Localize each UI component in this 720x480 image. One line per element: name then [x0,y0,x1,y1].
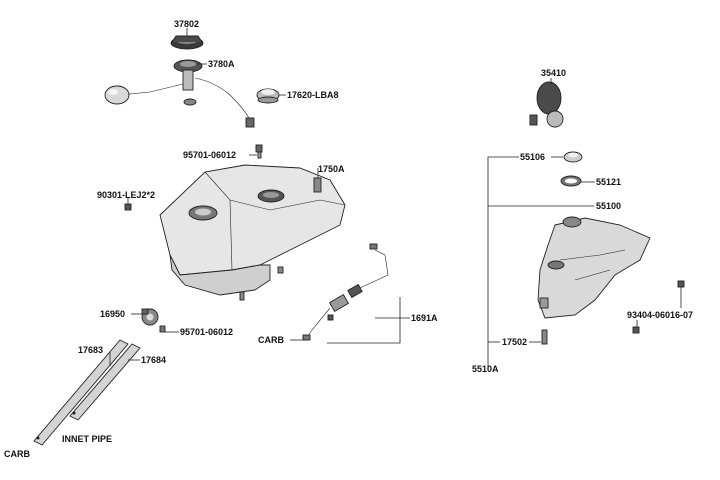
label-carb-bottom: CARB [4,449,30,459]
fuel-hose-assembly [302,243,389,341]
gauge-cover [256,88,280,104]
label-55100: 55100 [596,201,621,211]
reservoir-tank [537,216,651,319]
label-37802: 37802 [174,19,199,29]
label-carb-hose: CARB [258,335,284,345]
label-5510A: 5510A [472,364,499,374]
label-35410: 35410 [541,68,566,78]
label-1691A: 1691A [411,313,438,323]
tank-straps [33,339,141,446]
res-bolts [632,280,685,334]
label-3780A: 3780A [208,59,235,69]
fuel-sender [104,59,255,128]
label-55106: 55106 [520,152,545,162]
res-cap [563,151,583,163]
label-17683: 17683 [78,345,103,355]
fuel-cap [170,35,204,50]
label-93404-06016-07: 93404-06016-07 [627,310,693,320]
label-17684: 17684 [141,355,166,365]
fuel-filter-valve [141,308,166,333]
tank-bolt [255,144,263,159]
label-17502: 17502 [502,337,527,347]
reservoir-cap [529,81,564,128]
label-90301-LEJ2: 90301-LEJ2*2 [97,190,155,200]
label-innet-pipe: INNET PIPE [62,434,112,444]
label-17620-LBA8: 17620-LBA8 [287,90,339,100]
side-bolt [124,203,132,211]
label-16950: 16950 [100,309,125,319]
res-seal [560,175,582,187]
label-1750A: 1750A [318,164,345,174]
label-95701-06012-top: 95701-06012 [183,150,236,160]
label-55121: 55121 [596,177,621,187]
label-95701-06012-bottom: 95701-06012 [180,327,233,337]
fuel-tank [159,164,346,301]
res-fitting [541,329,548,345]
